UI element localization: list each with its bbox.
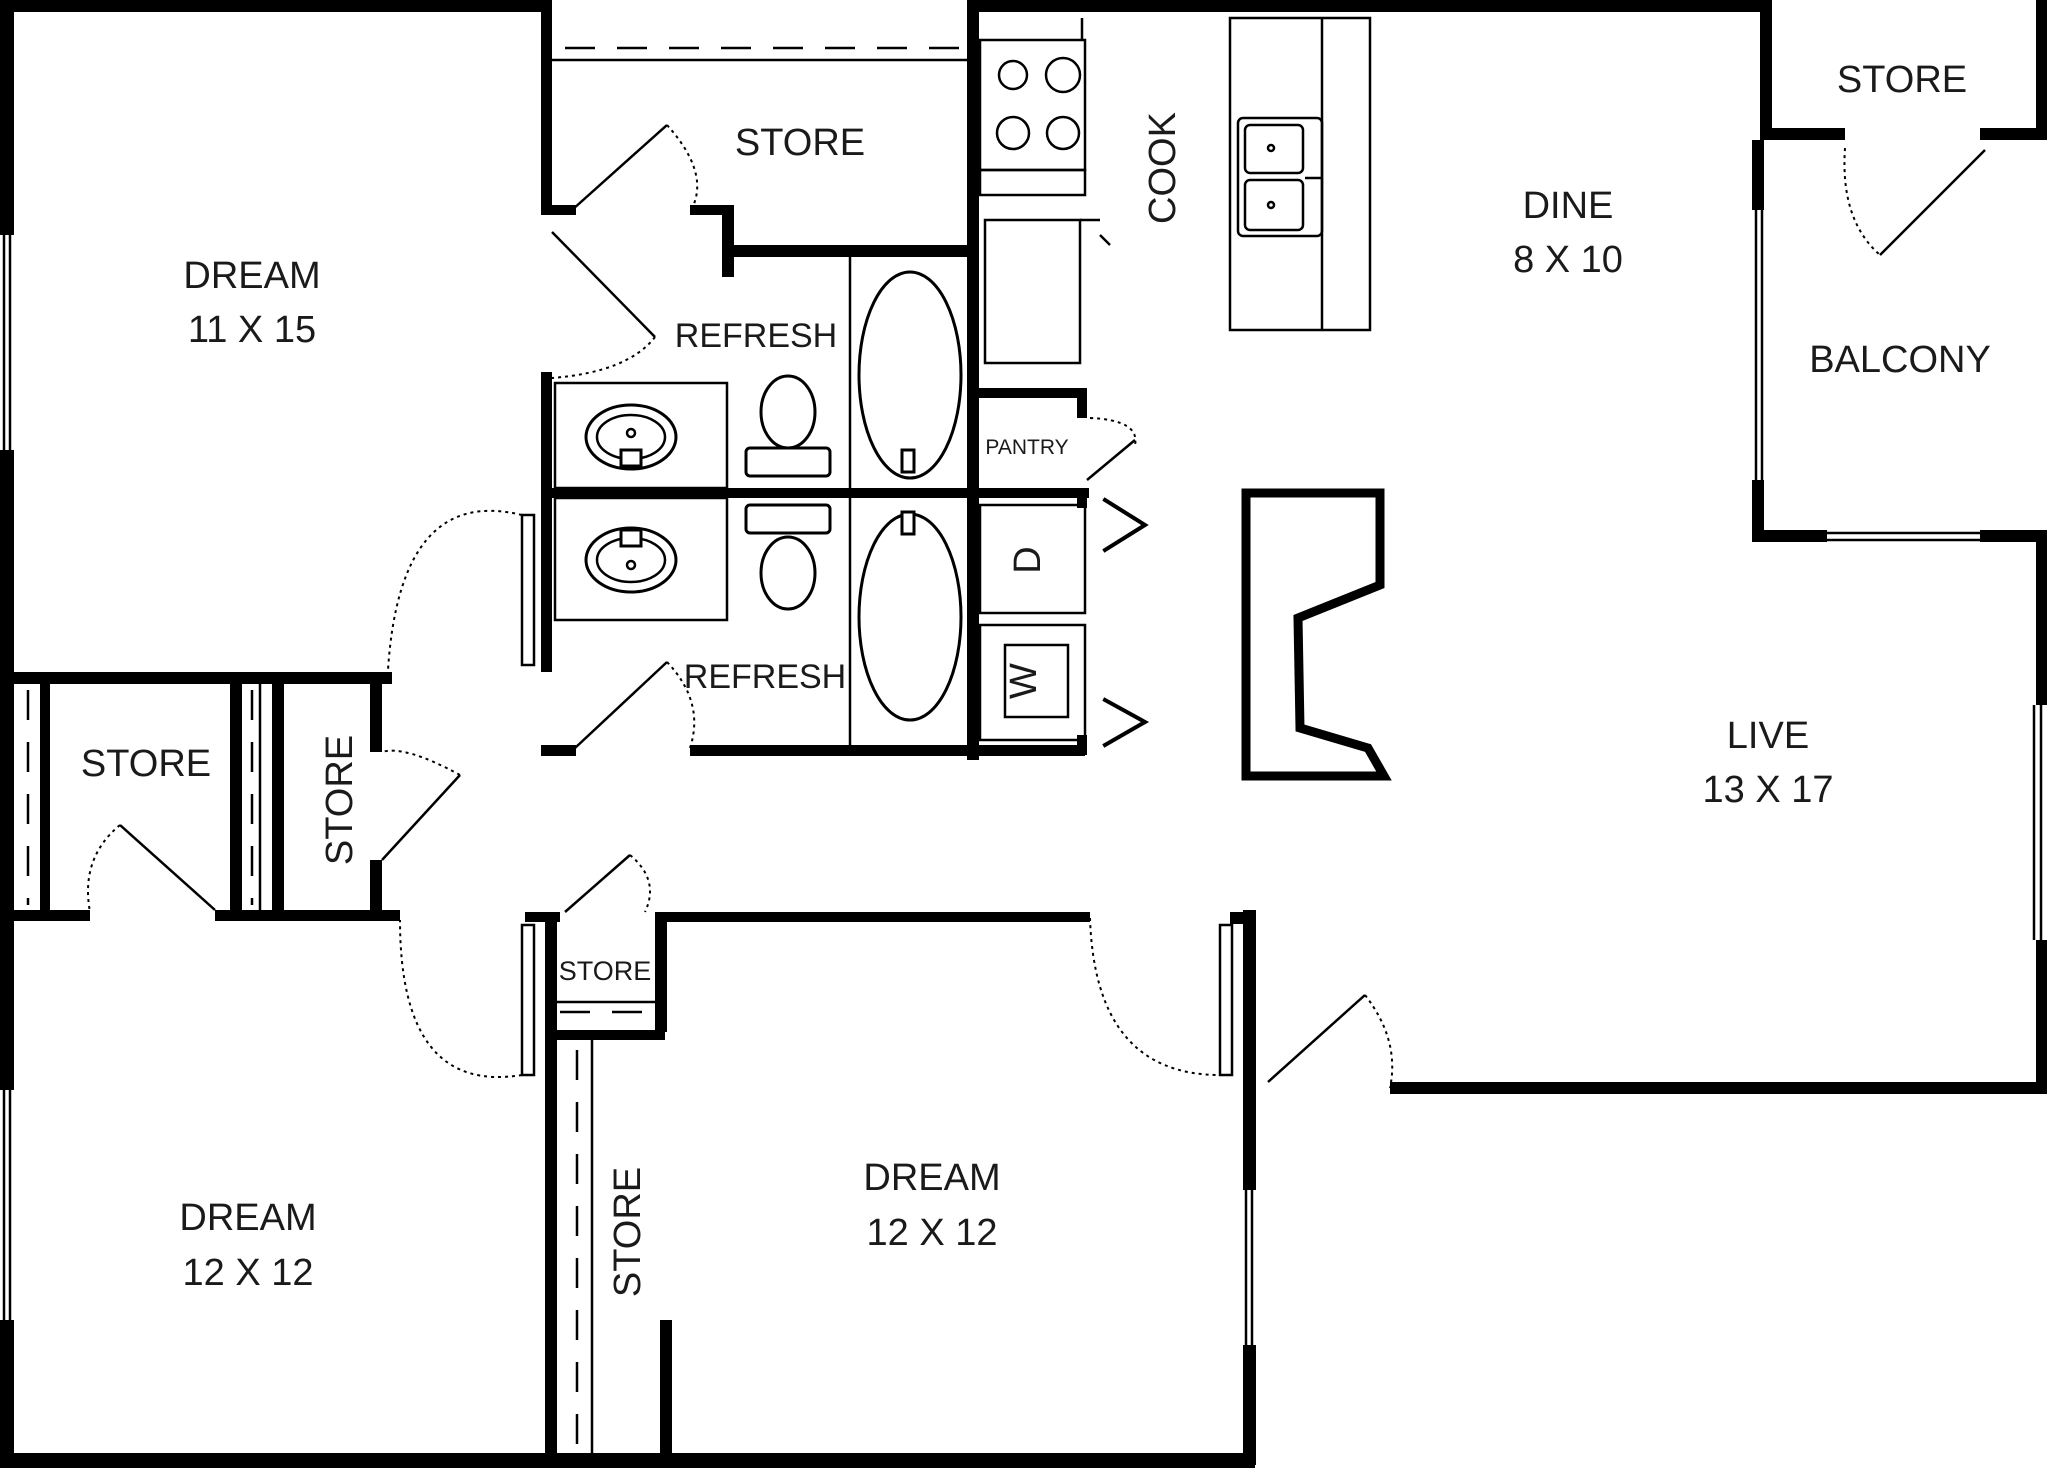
room-name-bath-2: REFRESH <box>684 658 846 696</box>
room-name-bedroom-1: DREAM <box>183 255 320 297</box>
room-name-dine: DINE <box>1523 185 1614 227</box>
bathtub-icon <box>857 512 963 722</box>
toilet-icon <box>744 503 832 535</box>
room-size-bedroom-2: 12 X 12 <box>183 1252 314 1294</box>
room-labels: DREAM 11 X 15 DREAM 12 X 12 DREAM 12 X 1… <box>81 59 1991 1297</box>
store-label-hall-small: STORE <box>559 956 652 986</box>
store-label-top-mid: STORE <box>735 122 865 164</box>
room-name-cook: COOK <box>1142 112 1184 224</box>
store-label-left-vertical: STORE <box>319 735 361 865</box>
room-size-bedroom-1: 11 X 15 <box>188 309 316 351</box>
toilet-icon <box>744 446 832 478</box>
store-label-left: STORE <box>81 743 211 785</box>
room-name-bath-1: REFRESH <box>675 317 837 355</box>
room-size-bedroom-3: 12 X 12 <box>867 1212 998 1254</box>
room-name-balcony: BALCONY <box>1809 339 1991 381</box>
bathtub-icon <box>857 270 963 480</box>
room-size-dine: 8 X 10 <box>1513 239 1623 281</box>
washer-label: W <box>1003 663 1045 699</box>
doors <box>87 124 1986 1089</box>
store-label-top-right: STORE <box>1837 59 1967 101</box>
interior-walls <box>0 0 1256 1468</box>
store-label-hall-vertical: STORE <box>607 1167 649 1297</box>
room-name-pantry: PANTRY <box>985 436 1068 459</box>
room-name-live: LIVE <box>1727 715 1809 757</box>
dryer-label: D <box>1007 546 1049 573</box>
room-size-live: 13 X 17 <box>1703 769 1834 811</box>
room-name-bedroom-2: DREAM <box>179 1197 316 1239</box>
fixtures <box>26 16 1392 1455</box>
room-name-bedroom-3: DREAM <box>863 1157 1000 1199</box>
